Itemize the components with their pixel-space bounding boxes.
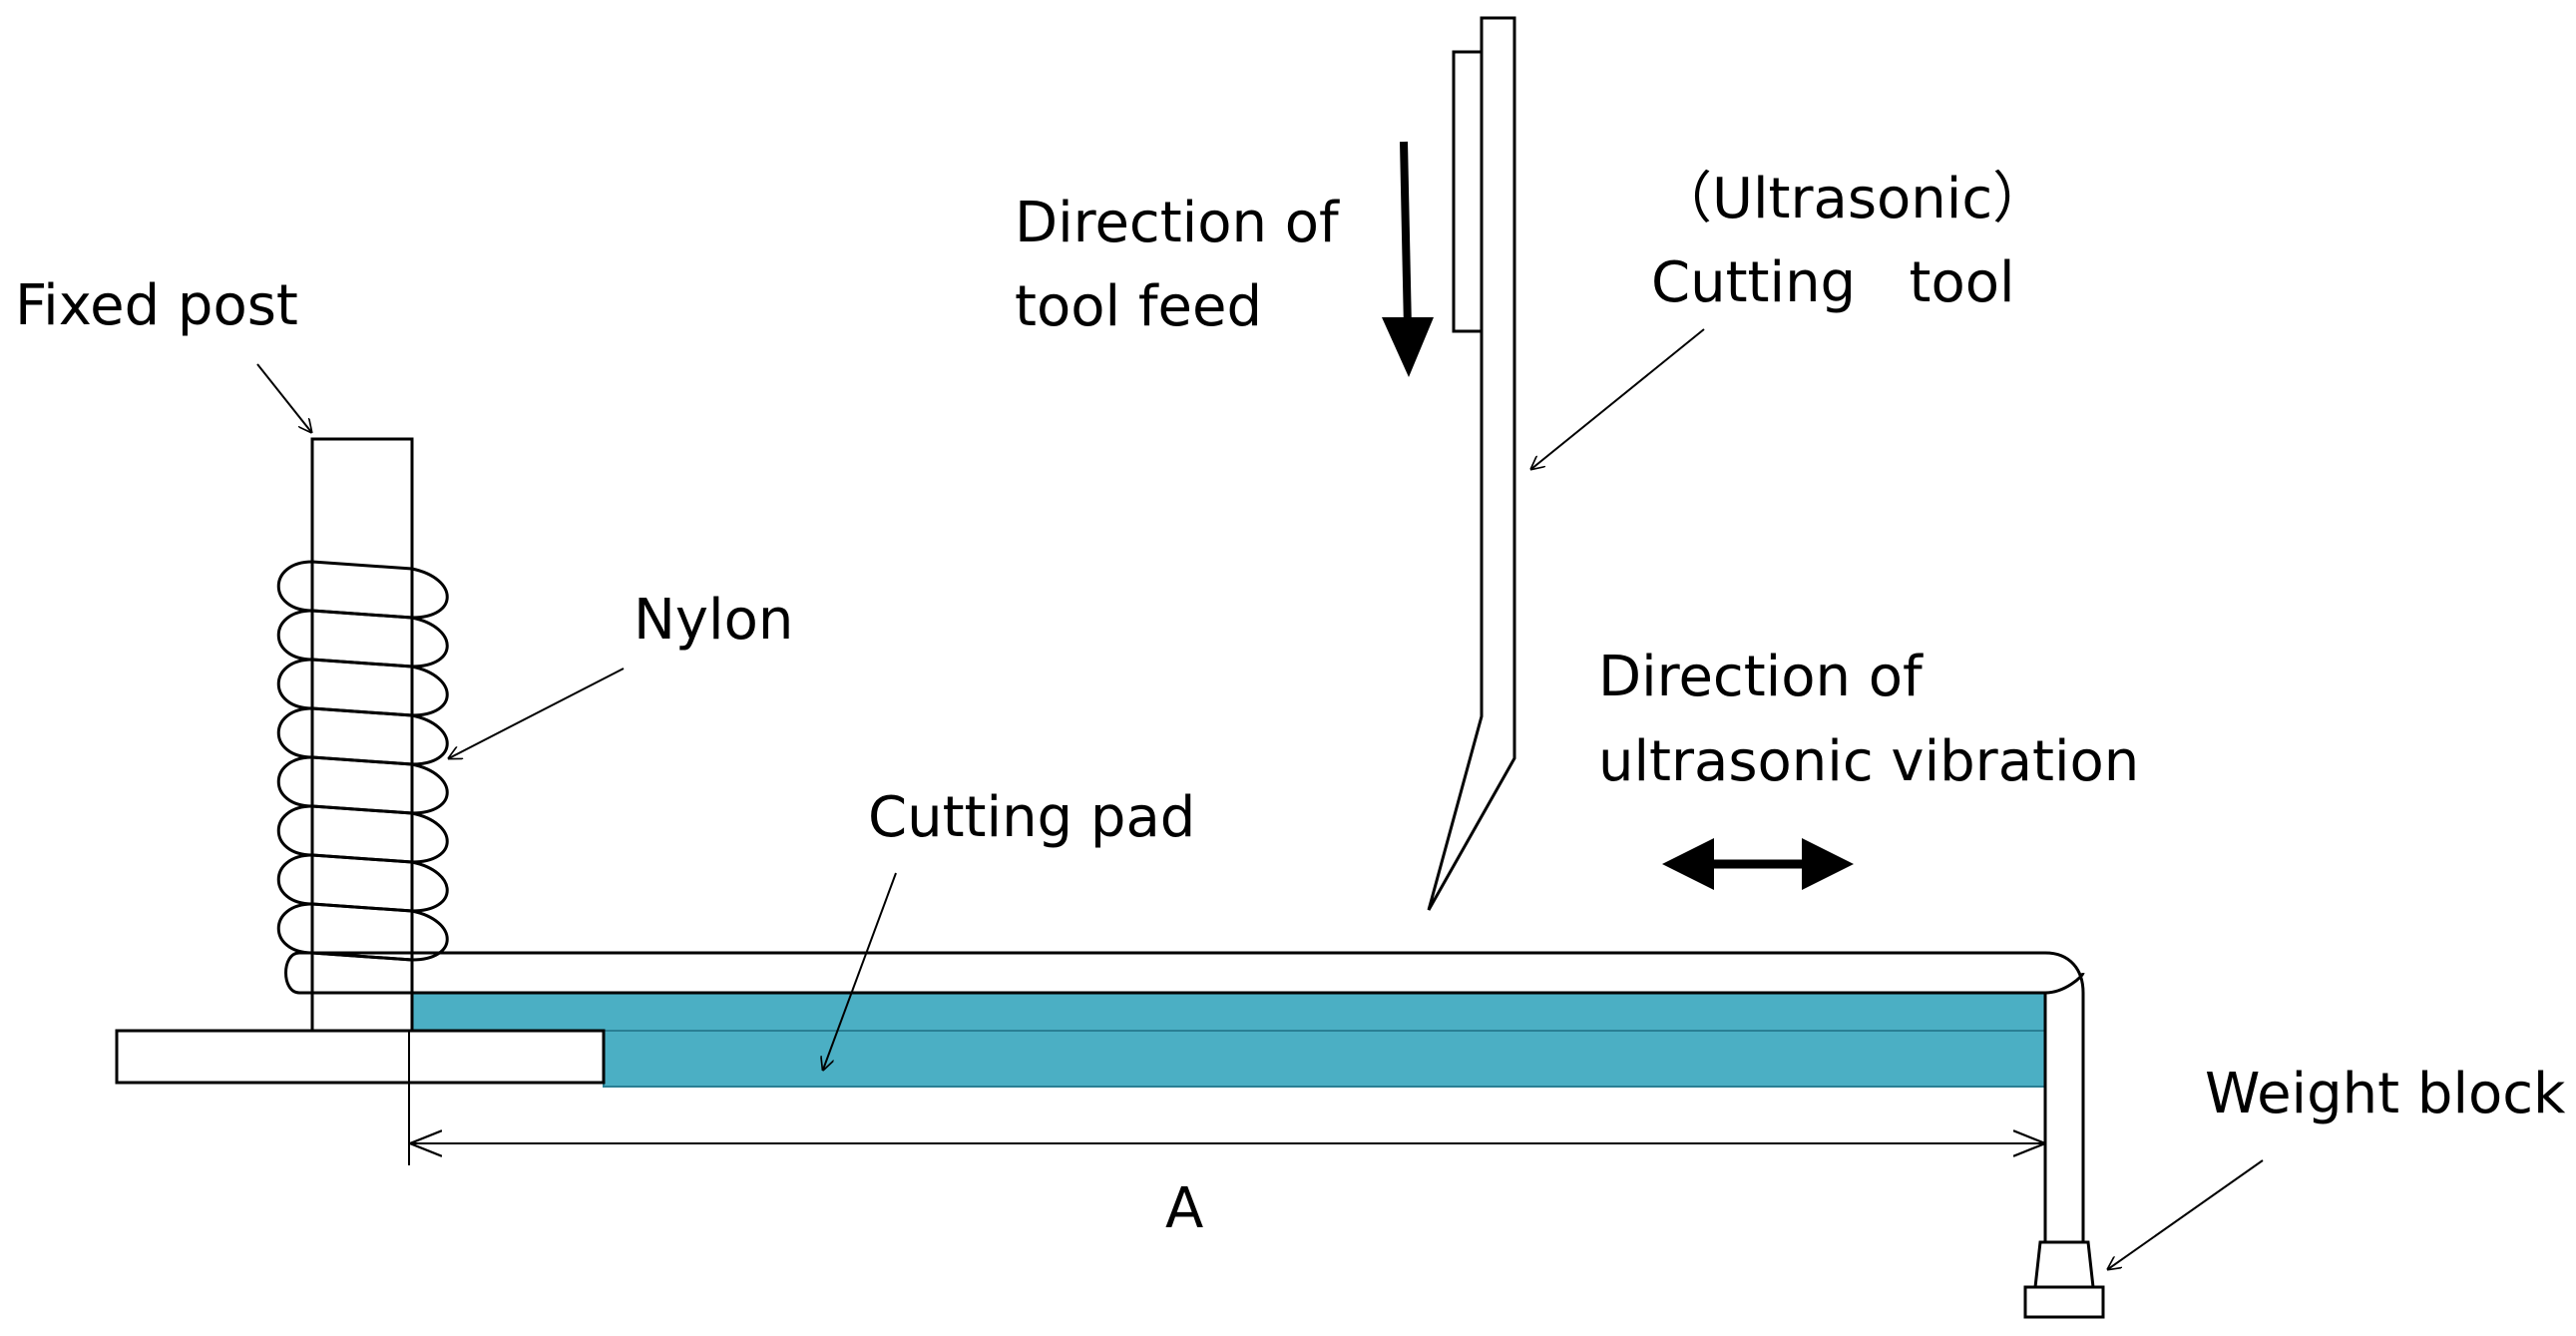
- label-cutting-tool: Cutting tool: [1651, 250, 2015, 315]
- leader-lines: [256, 328, 2264, 1269]
- label-nylon: Nylon: [634, 588, 793, 653]
- label-vibration-line1: Direction of: [1598, 645, 1924, 709]
- label-ultrasonic: （Ultrasonic）: [1656, 167, 2048, 231]
- base-plate: [115, 1029, 606, 1085]
- label-vibration-line2: ultrasonic vibration: [1598, 729, 2139, 794]
- cutting-tool: [1427, 16, 1516, 911]
- cutting-pad: [408, 992, 2046, 1088]
- label-dimension-a: A: [1165, 1176, 1203, 1241]
- tool-feed-arrow: [1382, 141, 1434, 377]
- label-fixed-post: Fixed post: [15, 273, 298, 338]
- fixed-post: [310, 437, 414, 1033]
- dimension-a: [408, 1031, 2045, 1165]
- label-cutting-pad: Cutting pad: [868, 785, 1195, 850]
- label-tool-feed-line1: Direction of: [1015, 191, 1340, 255]
- nylon-strand: [284, 951, 2085, 1242]
- vibration-double-arrow: [1662, 838, 1854, 890]
- weight-block: [2023, 1240, 2105, 1319]
- label-weight-block: Weight block: [2205, 1062, 2566, 1126]
- label-tool-feed-line2: tool feed: [1015, 274, 1262, 339]
